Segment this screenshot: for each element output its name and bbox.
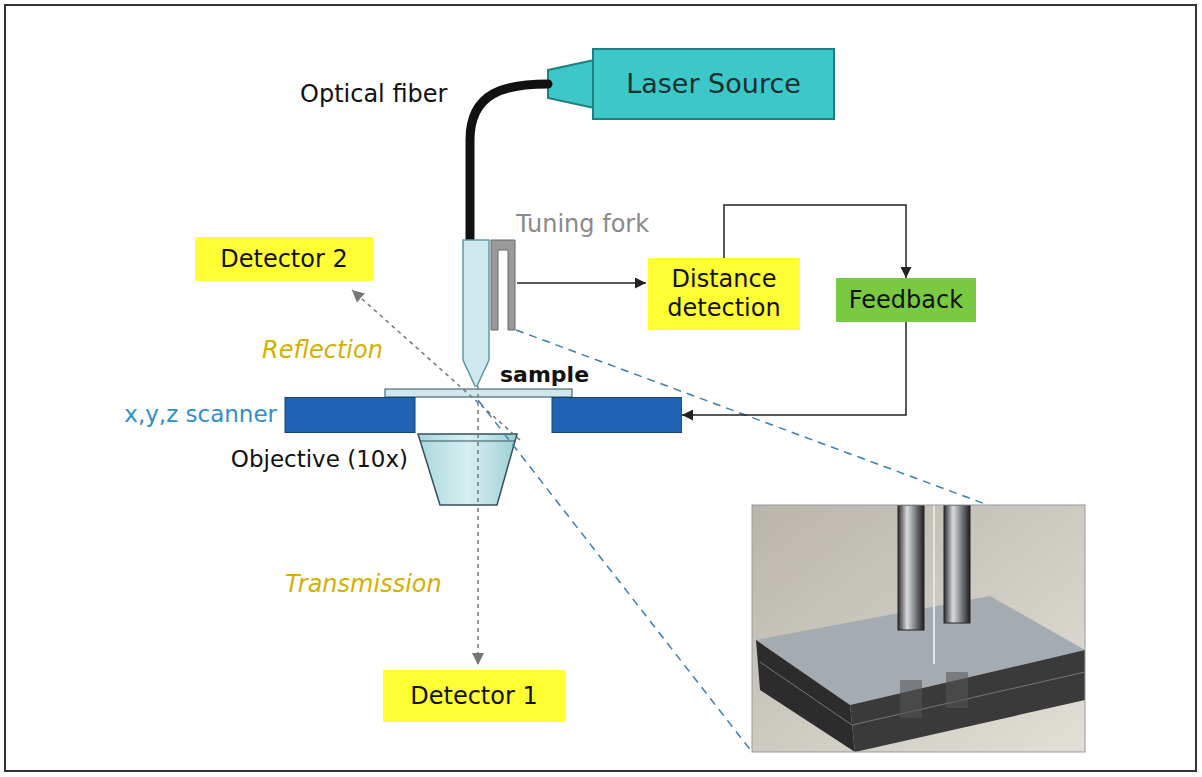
- objective-lens: [418, 434, 517, 505]
- part-label: Optical fiber: [300, 80, 447, 109]
- fiber-connector: [548, 60, 594, 108]
- process-box: Feedback: [836, 278, 976, 322]
- signal-arrow: [517, 282, 646, 284]
- flow-arrow: [682, 322, 906, 415]
- part-label: sample: [500, 362, 589, 388]
- photo-border: [752, 505, 1085, 752]
- chip-layer: [760, 662, 852, 725]
- transmission-path: [477, 508, 479, 665]
- chip-side: [850, 650, 1085, 752]
- path-label: Reflection: [262, 336, 383, 365]
- inset-photo: [752, 505, 1085, 752]
- fork-prong: [898, 505, 924, 630]
- tuning-fork: [491, 240, 515, 330]
- chip-side: [756, 640, 855, 752]
- node-text: Detector 1: [410, 682, 537, 711]
- objective-rim: [420, 441, 515, 442]
- laser-box: Laser Source: [592, 48, 835, 120]
- prong-reflection: [900, 680, 922, 718]
- node-text: Laser Source: [626, 68, 801, 100]
- transmission-path: [477, 386, 479, 505]
- detector-box: Detector 1: [383, 670, 565, 722]
- node-text: Distance detection: [656, 265, 792, 323]
- fiber-probe: [463, 240, 489, 386]
- node-text: x,y,z scanner: [85, 401, 277, 429]
- zoom-line: [516, 330, 988, 505]
- process-box: Distance detection: [648, 258, 800, 330]
- detector-box: Detector 2: [195, 237, 373, 281]
- node-text: Feedback: [849, 286, 963, 315]
- path-label: Transmission: [285, 570, 442, 599]
- part-label: Tuning fork: [516, 210, 649, 239]
- fork-prong: [944, 505, 970, 623]
- probe-tip: [933, 505, 935, 664]
- chip-layer: [852, 672, 1085, 725]
- scanner-bar: [285, 398, 415, 433]
- scanner-stage: x,y,z scanner: [85, 397, 682, 433]
- part-label: Objective (10x): [231, 446, 408, 474]
- scanner-bar: [552, 398, 682, 433]
- prong-reflection: [946, 672, 968, 708]
- node-text: Detector 2: [220, 245, 347, 274]
- photo-background: [752, 505, 1085, 752]
- frame: [5, 5, 1196, 771]
